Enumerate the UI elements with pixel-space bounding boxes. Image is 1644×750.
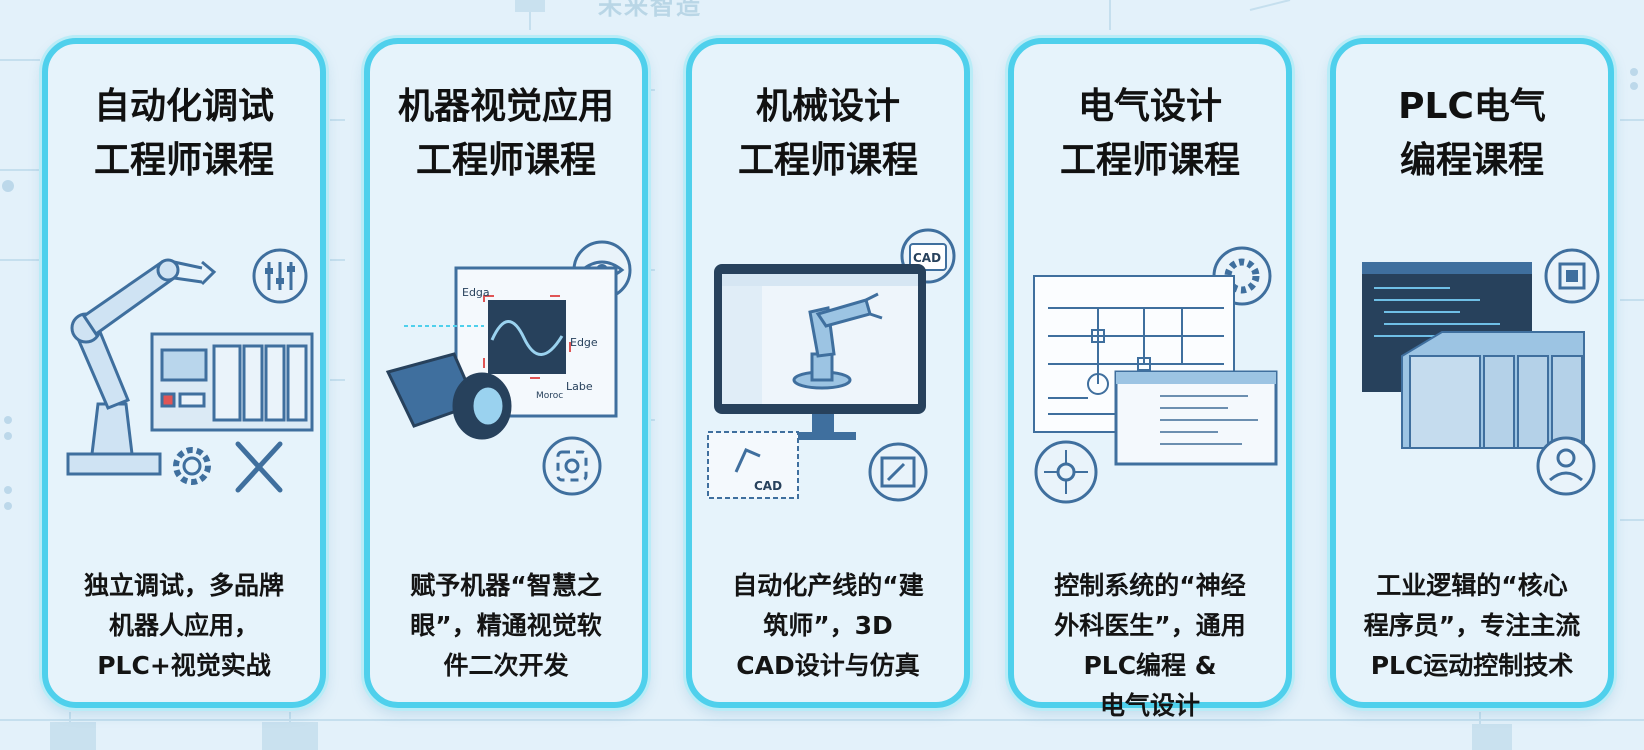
plc-illustration bbox=[1362, 248, 1600, 496]
card-desc-line2: 程序员”，专注主流 bbox=[1363, 611, 1581, 640]
plc-controller bbox=[150, 332, 314, 432]
edge-label-2: Edge bbox=[570, 336, 598, 349]
card-title-line2: 工程师课程 bbox=[737, 140, 918, 181]
card-desc-line1: 工业逻辑的“核心 bbox=[1376, 571, 1568, 600]
card-description: 控制系统的“神经 外科医生”，通用 PLC编程 & 电气设计 bbox=[1022, 566, 1278, 726]
course-card-mechanical-design[interactable]: 机械设计 工程师课程 CAD bbox=[686, 38, 970, 708]
robot-arm bbox=[66, 258, 217, 476]
card-title-line2: 工程师课程 bbox=[93, 140, 274, 181]
network-icon bbox=[1034, 440, 1098, 504]
card-desc-line3: 件二次开发 bbox=[443, 651, 569, 680]
automation-illustration bbox=[66, 248, 314, 493]
card-desc-line1: 赋予机器“智慧之 bbox=[410, 571, 602, 600]
mechanical-illustration: CAD CAD bbox=[707, 228, 956, 502]
card-desc-line3: PLC+视觉实战 bbox=[97, 651, 271, 680]
card-desc-line3: CAD设计与仿真 bbox=[736, 651, 920, 680]
cad-badge-text: CAD bbox=[913, 251, 941, 265]
card-title: PLC电气 编程课程 bbox=[1336, 80, 1608, 188]
bottom-tag: Moroc bbox=[536, 391, 563, 401]
card-desc-line4: 电气设计 bbox=[1099, 691, 1200, 720]
cad-paper-text: CAD bbox=[754, 479, 782, 493]
card-title-line1: PLC电气 bbox=[1398, 86, 1546, 127]
card-description: 独立调试，多品牌 机器人应用， PLC+视觉实战 bbox=[56, 566, 312, 686]
gear-icon bbox=[173, 447, 211, 485]
card-title-line2: 工程师课程 bbox=[415, 140, 596, 181]
top-faded-text: 未来智造 bbox=[598, 0, 702, 20]
course-card-automation[interactable]: 自动化调试 工程师课程 bbox=[42, 38, 326, 708]
card-description: 工业逻辑的“核心 程序员”，专注主流 PLC运动控制技术 bbox=[1344, 566, 1600, 686]
course-card-electrical-design[interactable]: 电气设计 工程师课程 bbox=[1008, 38, 1292, 720]
card-desc-line3: PLC运动控制技术 bbox=[1370, 651, 1574, 680]
chip-icon bbox=[1544, 248, 1600, 304]
card-desc-line3: PLC编程 & bbox=[1083, 651, 1217, 680]
label-tag: Labe bbox=[566, 380, 593, 393]
course-card-machine-vision[interactable]: 机器视觉应用 工程师课程 Edga Edge Labe Moroc bbox=[364, 38, 648, 708]
card-title: 机器视觉应用 工程师课程 bbox=[370, 80, 642, 188]
wrench-screwdriver-icon bbox=[235, 441, 283, 493]
sliders-icon bbox=[252, 248, 308, 304]
code-window bbox=[1114, 370, 1278, 466]
card-title-line1: 机器视觉应用 bbox=[397, 86, 614, 127]
card-title: 自动化调试 工程师课程 bbox=[48, 80, 320, 188]
card-title-line2: 编程课程 bbox=[1399, 140, 1544, 181]
card-desc-line2: 外科医生”，通用 bbox=[1054, 611, 1246, 640]
vision-illustration: Edga Edge Labe Moroc bbox=[385, 240, 632, 496]
robot-arm-3d bbox=[792, 292, 883, 390]
card-desc-line1: 独立调试，多品牌 bbox=[83, 571, 284, 600]
card-description: 赋予机器“智慧之 眼”，精通视觉软 件二次开发 bbox=[378, 566, 634, 686]
card-title-line2: 工程师课程 bbox=[1059, 140, 1240, 181]
card-title-line1: 机械设计 bbox=[755, 86, 900, 127]
course-card-plc-programming[interactable]: PLC电气 编程课程 bbox=[1330, 38, 1614, 708]
cad-paper-icon: CAD bbox=[707, 431, 799, 499]
card-title-line1: 电气设计 bbox=[1077, 86, 1222, 127]
card-desc-line2: 机器人应用， bbox=[108, 611, 259, 640]
card-title: 电气设计 工程师课程 bbox=[1014, 80, 1286, 188]
industrial-camera bbox=[385, 352, 512, 440]
electrical-illustration bbox=[1033, 246, 1278, 504]
card-desc-line1: 控制系统的“神经 bbox=[1054, 571, 1246, 600]
card-description: 自动化产线的“建 筑师”，3D CAD设计与仿真 bbox=[700, 566, 956, 686]
scan-icon bbox=[542, 436, 602, 496]
edge-label-1: Edga bbox=[462, 286, 490, 299]
card-desc-line1: 自动化产线的“建 bbox=[732, 571, 924, 600]
plc-rack bbox=[1401, 331, 1585, 449]
card-title-line1: 自动化调试 bbox=[93, 86, 274, 127]
blueprint-icon bbox=[868, 442, 928, 502]
card-desc-line2: 筑师”，3D bbox=[763, 611, 893, 640]
card-desc-line2: 眼”，精通视觉软 bbox=[410, 611, 602, 640]
user-icon bbox=[1536, 436, 1596, 496]
card-title: 机械设计 工程师课程 bbox=[692, 80, 964, 188]
